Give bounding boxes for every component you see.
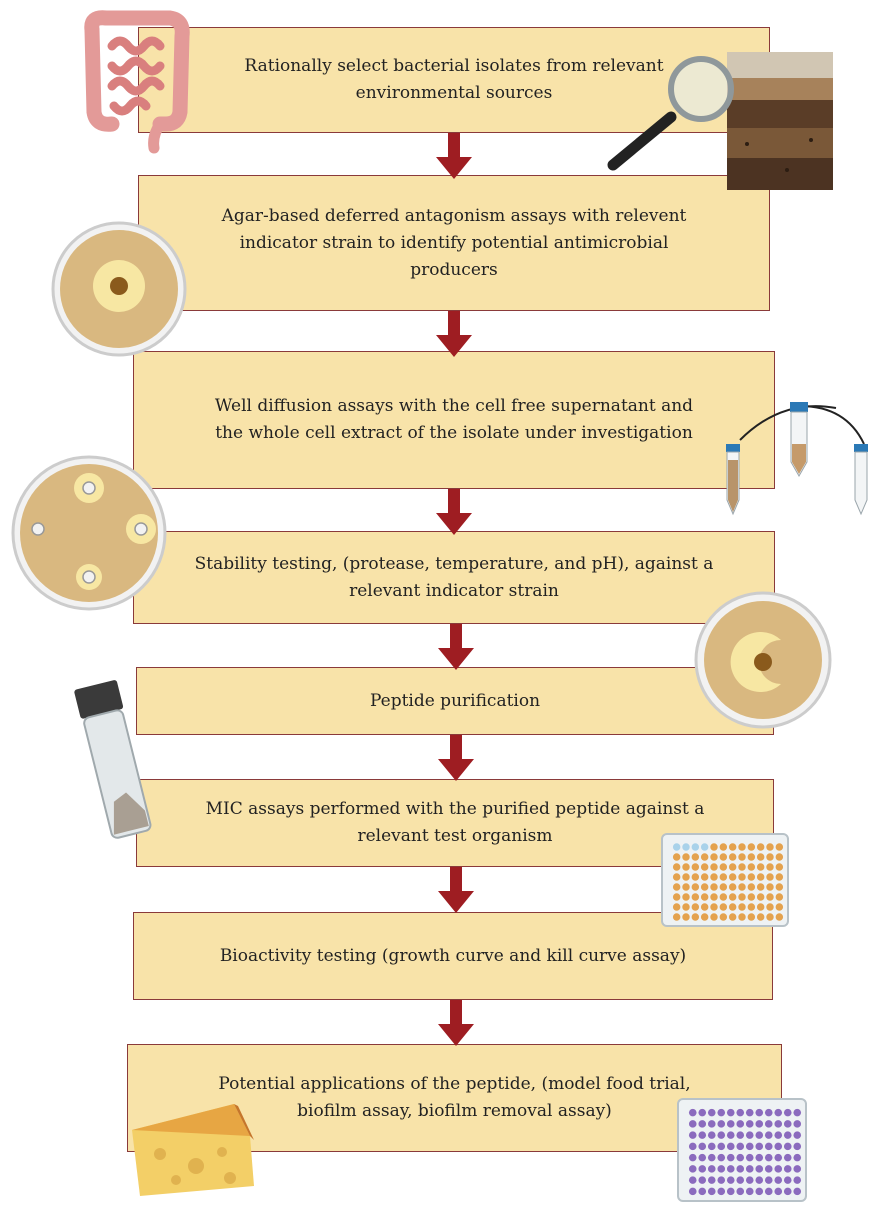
- soil-layers-icon: [727, 52, 833, 190]
- magnifier-icon: [607, 56, 734, 171]
- arrow-7-8: [438, 1000, 474, 1046]
- step-6-line-2: relevant test organism: [357, 826, 553, 846]
- intestine-icon: [84, 10, 190, 154]
- well-plate-purple-icon: [677, 1098, 807, 1202]
- centrifuge-tube-icon: [726, 402, 868, 516]
- step-2-line-3: producers: [410, 259, 498, 280]
- arrow-6-7: [438, 867, 474, 913]
- step-2-box: Agar-based deferred antagonism assays wi…: [138, 175, 770, 311]
- arrow-1-2: [436, 133, 472, 179]
- arrow-5-6: [438, 735, 474, 781]
- petri-dish-crescent-icon: [694, 591, 832, 729]
- step-6-box: MIC assays performed with the purified p…: [136, 779, 774, 867]
- step-5-line-1: Peptide purification: [369, 690, 541, 711]
- step-5-box: Peptide purification: [136, 667, 774, 735]
- step-4-box: Stability testing, (protease, temperatur…: [133, 531, 775, 624]
- arrow-3-4: [436, 489, 472, 535]
- step-2-line-2: indicator strain to identify potential a…: [239, 232, 669, 253]
- step-1-line-1: Rationally select bacterial isolates fro…: [244, 56, 664, 76]
- step-6-line-1: MIC assays performed with the purified p…: [205, 799, 705, 819]
- petri-dish-zone-icon: [51, 221, 187, 357]
- step-8-line-2: biofilm assay, biofilm removal assay): [297, 1101, 612, 1121]
- step-2-line-1: Agar-based deferred antagonism assays wi…: [221, 205, 687, 226]
- step-3-box: Well diffusion assays with the cell free…: [133, 351, 775, 489]
- step-1-box: Rationally select bacterial isolates fro…: [138, 27, 770, 133]
- step-1-line-2: environmental sources: [355, 83, 553, 103]
- vial-icon: [74, 680, 152, 839]
- step-8-line-1: Potential applications of the peptide, (…: [218, 1074, 691, 1094]
- petri-dish-wells-icon: [11, 455, 167, 611]
- cheese-icon: [132, 1104, 254, 1196]
- arrow-2-3: [436, 311, 472, 357]
- arrow-4-5: [438, 624, 474, 670]
- step-7-line-1: Bioactivity testing (growth curve and ki…: [219, 945, 687, 966]
- well-plate-icon: [661, 833, 789, 927]
- step-4-line-1: Stability testing, (protease, temperatur…: [194, 553, 714, 574]
- step-8-box: Potential applications of the peptide, (…: [127, 1044, 782, 1152]
- step-4-line-2: relevant indicator strain: [349, 580, 559, 601]
- step-3-line-1: Well diffusion assays with the cell free…: [214, 396, 694, 416]
- step-3-line-2: the whole cell extract of the isolate un…: [215, 423, 693, 443]
